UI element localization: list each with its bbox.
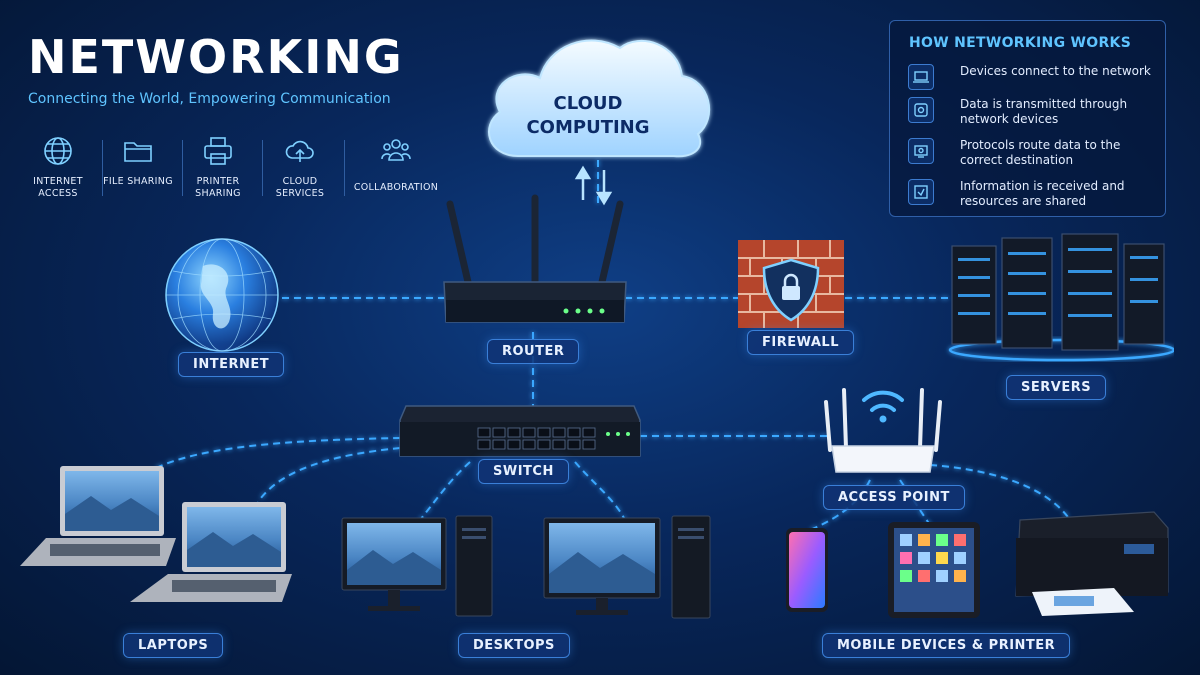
- phone: [786, 528, 828, 612]
- laptop-2: [130, 502, 292, 602]
- use-cloud-services: CLOUD SERVICES: [260, 134, 340, 200]
- mobile-printer-label: MOBILE DEVICES & PRINTER: [822, 633, 1071, 658]
- desktops-label: DESKTOPS: [458, 633, 570, 658]
- use-label: COLLABORATION: [353, 182, 439, 193]
- router-graphic: [443, 194, 627, 323]
- divider: [344, 140, 345, 196]
- how-step-text: Information is received and resources ar…: [960, 179, 1125, 208]
- share-icon: [908, 179, 934, 205]
- link-switch-laptops-2: [257, 447, 401, 503]
- printer: [1015, 511, 1169, 616]
- laptops-label: LAPTOPS: [123, 633, 224, 658]
- how-networking-works-panel: HOW NETWORKING WORKS Devices connect to …: [889, 20, 1166, 217]
- firewall-label: FIREWALL: [747, 330, 854, 355]
- use-label: FILE SHARING: [103, 176, 173, 187]
- cloud-upload-icon: [285, 140, 314, 162]
- how-step-3: Protocols route data to the correct dest…: [908, 138, 1158, 172]
- laptops-graphic: [20, 466, 292, 602]
- laptop-1: [20, 466, 176, 566]
- how-step-2: Data is transmitted through network devi…: [908, 97, 1158, 131]
- access-point-graphic: [824, 388, 942, 473]
- servers-graphic: [948, 233, 1174, 362]
- access-point-label: ACCESS POINT: [823, 485, 965, 510]
- how-title: HOW NETWORKING WORKS: [909, 35, 1132, 51]
- use-printer-sharing: PRINTER SHARING: [178, 134, 258, 200]
- laptop-icon: [908, 64, 934, 90]
- how-step-text: Devices connect to the network: [960, 64, 1151, 78]
- device-icon: [908, 97, 934, 123]
- globe-icon: [44, 137, 72, 165]
- use-label: PRINTER SHARING: [195, 176, 241, 199]
- use-internet-access: INTERNET ACCESS: [18, 134, 98, 200]
- link-ap-printer: [929, 464, 1071, 521]
- how-step-text: Data is transmitted through network devi…: [960, 97, 1128, 126]
- router-label: ROUTER: [487, 339, 580, 364]
- link-switch-desktop-2: [574, 461, 626, 521]
- how-step-1: Devices connect to the network: [908, 64, 1158, 98]
- divider: [262, 140, 263, 196]
- desktop-1: [341, 515, 493, 617]
- use-file-sharing: FILE SHARING: [98, 134, 178, 188]
- use-label: INTERNET ACCESS: [33, 176, 83, 199]
- cloud-computing-label: CLOUD COMPUTING: [526, 93, 650, 138]
- servers-label: SERVERS: [1006, 375, 1107, 400]
- desktops-graphic: [341, 515, 711, 619]
- route-icon: [908, 138, 934, 164]
- folder-icon: [124, 142, 152, 162]
- page-subtitle: Connecting the World, Empowering Communi…: [28, 91, 391, 107]
- page-title: NETWORKING: [28, 30, 404, 84]
- link-switch-desktop-1: [419, 461, 471, 521]
- wifi-icon: [862, 390, 904, 412]
- switch-label: SWITCH: [478, 459, 569, 484]
- printer-icon: [204, 137, 232, 165]
- mobile-printer-graphic: [786, 511, 1169, 618]
- use-collaboration: COLLABORATION: [346, 134, 446, 194]
- switch-graphic: [399, 405, 641, 457]
- people-icon: [381, 139, 411, 161]
- how-step-text: Protocols route data to the correct dest…: [960, 138, 1121, 167]
- network-uses-row: INTERNET ACCESS FILE SHARING PRINTER SHA…: [18, 134, 458, 212]
- internet-label: INTERNET: [178, 352, 285, 377]
- use-label: CLOUD SERVICES: [275, 176, 325, 199]
- desktop-2: [543, 515, 711, 619]
- globe-graphic: [165, 238, 279, 352]
- cloud-graphic: [488, 39, 711, 158]
- how-step-4: Information is received and resources ar…: [908, 179, 1158, 213]
- divider: [102, 140, 103, 196]
- tablet: [888, 522, 980, 618]
- firewall-graphic: [738, 240, 844, 328]
- divider: [182, 140, 183, 196]
